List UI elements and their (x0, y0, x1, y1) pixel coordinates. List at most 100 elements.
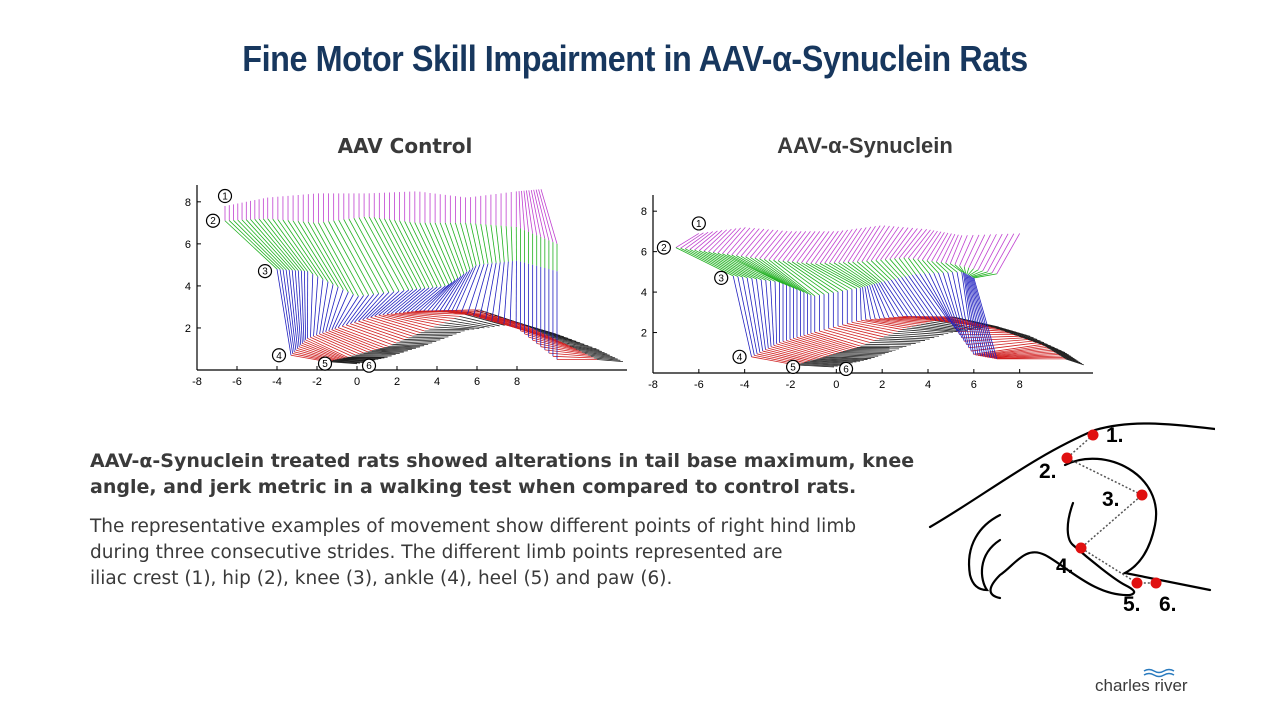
stick-segment-5-6 (865, 343, 912, 346)
stick-segment-2-3 (722, 253, 780, 283)
stick-segment-3-4 (276, 269, 292, 356)
control-panel-title: AAV Control (337, 134, 473, 158)
stick-segment-3-4 (890, 279, 918, 319)
stick-segment-3-4 (973, 277, 998, 359)
stick-segment-5-6 (546, 334, 577, 342)
stick-segment-3-4 (491, 262, 501, 321)
stick-segment-2-3 (287, 220, 329, 283)
marker-ankle (1075, 542, 1087, 554)
point-marker-1: 1 (217, 188, 233, 204)
stick-segment-2-3 (959, 265, 965, 274)
stick-segment-3-4 (869, 285, 881, 319)
stick-segment-5-6 (363, 351, 404, 354)
stick-segment-4-5 (313, 335, 356, 356)
stick-segment-3-4 (904, 276, 936, 321)
stick-segment-3-4 (473, 263, 489, 316)
stick-segment-2-3 (815, 263, 861, 289)
stick-segment-3-4 (419, 284, 450, 312)
stick-segment-5-6 (995, 327, 1031, 337)
stick-segment-2-3 (972, 272, 993, 278)
stick-segment-5-6 (1056, 352, 1077, 361)
stick-segment-4-5 (358, 320, 409, 339)
stick-segment-4-5 (779, 342, 826, 358)
stick-segment-4-5 (987, 352, 1057, 358)
stick-segment-2-3 (394, 219, 430, 288)
y-tick-label: 6 (641, 247, 647, 259)
stick-segment-5-6 (795, 364, 835, 368)
stick-segment-5-6 (1041, 344, 1066, 353)
stick-segment-1-2 (852, 226, 876, 263)
stick-segment-5-6 (384, 345, 425, 349)
stick-segment-4-5 (985, 351, 1054, 358)
stick-segment-3-4 (971, 276, 993, 359)
stick-segment-5-6 (380, 346, 421, 350)
stick-segment-5-6 (835, 353, 882, 356)
stick-segment-5-6 (429, 328, 470, 331)
stick-segment-1-2 (866, 225, 890, 262)
stick-segment-5-6 (550, 336, 581, 344)
stick-segment-1-2 (912, 230, 935, 259)
stick-segment-3-4 (751, 278, 764, 352)
stick-segment-4-5 (334, 328, 385, 349)
stick-segment-2-3 (414, 222, 446, 287)
stick-segment-5-6 (1009, 332, 1041, 342)
stick-segment-2-3 (246, 219, 293, 271)
stick-segment-2-3 (703, 250, 762, 280)
stick-segment-3-4 (423, 282, 453, 312)
stick-segment-2-3 (833, 262, 870, 286)
stick-segment-2-3 (475, 223, 485, 265)
stick-segment-3-4 (897, 277, 927, 320)
stick-segment-1-2 (894, 228, 918, 259)
description-line: during three consecutive strides. The di… (90, 542, 783, 563)
stick-segment-2-3 (267, 218, 309, 272)
stick-segment-1-2 (829, 229, 853, 264)
stick-segment-5-6 (822, 357, 868, 360)
stick-segment-4-5 (952, 324, 1001, 331)
stick-segment-3-4 (370, 290, 400, 318)
stick-segment-5-6 (566, 344, 597, 350)
stick-segment-3-4 (345, 294, 369, 326)
stick-segment-4-5 (540, 346, 585, 354)
stick-segment-5-6 (832, 354, 879, 357)
stick-segment-2-3 (465, 222, 477, 266)
stick-segment-2-3 (409, 221, 442, 287)
y-tick-label: 4 (185, 281, 191, 293)
stick-segment-4-5 (331, 329, 381, 350)
stick-segment-3-4 (503, 261, 509, 325)
stick-segment-2-3 (908, 257, 921, 274)
stick-segment-2-3 (708, 251, 766, 281)
x-tick-label: 0 (833, 379, 839, 391)
stick-segment-3-4 (354, 293, 380, 323)
stick-segment-3-4 (756, 278, 766, 350)
stick-segment-3-4 (447, 269, 471, 312)
stick-segment-2-3 (810, 263, 857, 289)
diagram-label-1: 1. (1106, 424, 1124, 447)
stick-segment-1-2 (917, 230, 938, 260)
stick-segment-1-2 (996, 233, 1021, 275)
marker-paw (1150, 577, 1162, 589)
stick-segment-2-3 (740, 255, 794, 289)
rat-hindlimb-diagram: 1. 2. 3. 4. 5. 6. (928, 422, 1215, 616)
stick-segment-4-5 (814, 331, 861, 347)
stick-segment-2-3 (485, 224, 493, 264)
stick-segment-1-2 (521, 190, 525, 231)
stick-segment-3-4 (862, 287, 867, 320)
stick-segment-4-5 (847, 323, 894, 334)
stick-segment-5-6 (888, 334, 935, 339)
stick-segment-3-4 (331, 291, 349, 330)
stick-segment-4-5 (810, 332, 857, 348)
stick-segment-1-2 (736, 228, 760, 256)
stick-segment-2-3 (829, 262, 868, 287)
stick-segment-5-6 (375, 347, 417, 351)
stick-segment-4-5 (310, 336, 352, 357)
stick-segment-1-2 (754, 230, 779, 259)
stick-segment-2-3 (773, 259, 820, 296)
stick-segment-5-6 (813, 359, 857, 363)
stick-segment-3-4 (894, 278, 923, 319)
stick-segment-1-2 (782, 231, 807, 262)
stick-segment-1-2 (708, 228, 732, 253)
description-line: iliac crest (1), hip (2), knee (3), ankl… (90, 568, 673, 589)
stick-segment-4-5 (366, 318, 417, 335)
stick-segment-2-3 (931, 260, 944, 273)
